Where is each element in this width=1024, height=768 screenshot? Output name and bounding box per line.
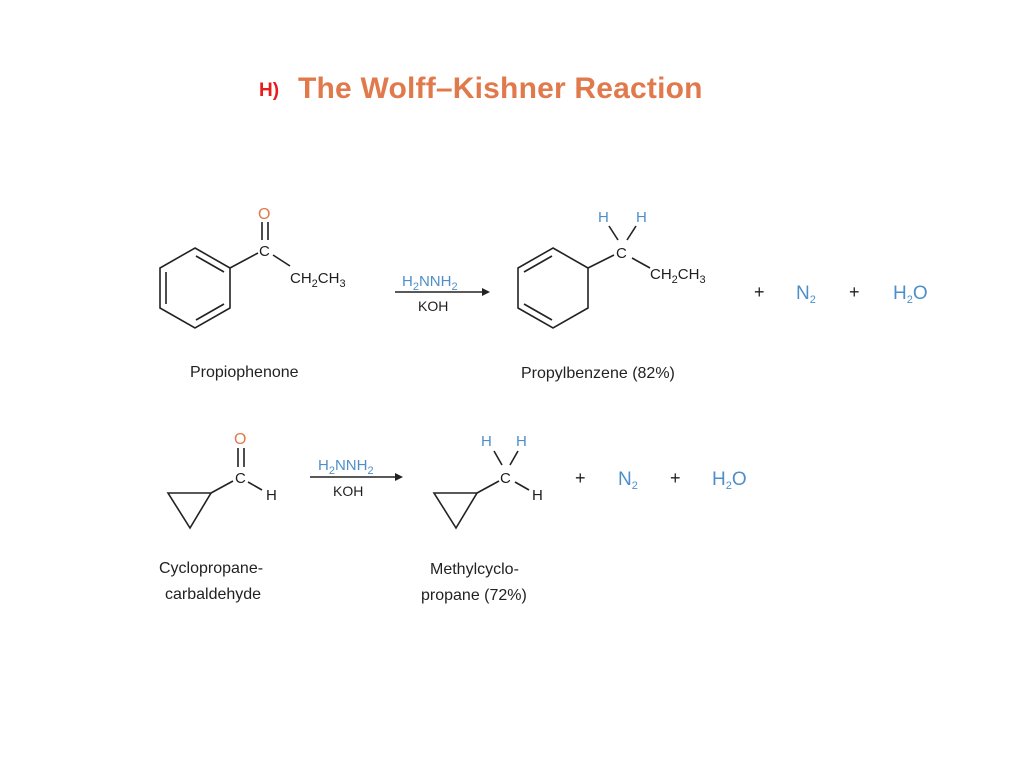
ethyl-sub: 3 [339, 278, 345, 290]
hydrazine-reagent: H2NNH2 [318, 457, 374, 477]
h2o-h: H [712, 469, 726, 490]
product-2-name-line1: Methylcyclo- [430, 561, 519, 578]
propiophenone-structure: O C CH2CH3 [159, 206, 346, 329]
c-h-bond [247, 481, 263, 491]
ethyl-ch3: CH [678, 266, 700, 283]
byproducts-1: + N2 + H2O [754, 282, 928, 306]
c-h-bond [493, 450, 503, 466]
reagent-sub: 2 [413, 281, 419, 293]
arrow-head [482, 288, 490, 296]
ethyl-bond [272, 254, 291, 267]
h2o-o: O [913, 283, 928, 304]
ring-methylene-bond [587, 254, 615, 269]
ethyl-ch3: CH [318, 270, 340, 287]
reagent-nnh: NNH [419, 273, 452, 290]
reactant-2-name-line2: carbaldehyde [165, 586, 261, 603]
page-title: The Wolff–Kishner Reaction [298, 72, 703, 105]
h2o-sub: 2 [726, 480, 732, 492]
section-label: H) [259, 80, 280, 101]
hydrogen-atom: H [636, 209, 647, 226]
nitrogen-gas: N2 [796, 283, 816, 306]
arrow-head [395, 473, 403, 481]
hydrogen-atom: H [266, 487, 277, 504]
ring-double-bond [195, 303, 225, 321]
plus-sign: + [575, 468, 586, 488]
water: H2O [893, 283, 928, 306]
ring-methyl-bond [476, 480, 500, 494]
ethyl-sub: 2 [672, 274, 678, 286]
methylcyclopropane-structure: H H C H [432, 433, 543, 530]
n2-sub: 2 [810, 294, 816, 306]
n2-main: N [796, 283, 810, 304]
oxygen-atom: O [234, 431, 246, 448]
cyclopropanecarbaldehyde-structure: O C H [166, 431, 277, 530]
hydrogen-atom: H [598, 209, 609, 226]
ethyl-group: CH2CH3 [290, 270, 346, 290]
reactant-2-name-line1: Cyclopropane- [159, 560, 263, 577]
h2o-sub: 2 [907, 294, 913, 306]
benzene-ring [517, 247, 589, 329]
c-h-bond [509, 450, 519, 466]
c-h-bond [514, 481, 530, 491]
ethyl-ch: CH [650, 266, 672, 283]
reaction-arrow-1: H2NNH2 KOH [395, 273, 490, 314]
ring-double-bond [523, 255, 553, 273]
plus-sign: + [670, 468, 681, 488]
ethyl-sub: 3 [699, 274, 705, 286]
ethyl-group: CH2CH3 [650, 266, 706, 286]
reagent-h: H [318, 457, 329, 474]
benzene-ring [159, 247, 231, 329]
ethyl-bond [631, 257, 651, 269]
base-reagent: KOH [418, 298, 448, 314]
ring-double-bond [523, 303, 553, 321]
carbon-atom: C [259, 243, 270, 260]
product-2-name-line2: propane (72%) [421, 587, 527, 604]
product-1-name: Propylbenzene (82%) [521, 365, 675, 382]
nitrogen-gas: N2 [618, 469, 638, 492]
reaction-arrow-2: H2NNH2 KOH [310, 457, 403, 499]
base-reagent: KOH [333, 483, 363, 499]
reagent-nnh: NNH [335, 457, 368, 474]
cyclopropane-ring [432, 492, 479, 530]
h2o-h: H [893, 283, 907, 304]
byproducts-2: + N2 + H2O [575, 468, 747, 492]
water: H2O [712, 469, 747, 492]
hydrogen-atom: H [516, 433, 527, 450]
plus-sign: + [754, 282, 765, 302]
reagent-h: H [402, 273, 413, 290]
reactant-1-name: Propiophenone [190, 364, 299, 381]
reagent-sub: 2 [367, 465, 373, 477]
n2-sub: 2 [632, 480, 638, 492]
carbon-atom: C [616, 245, 627, 262]
ethyl-ch: CH [290, 270, 312, 287]
reagent-sub: 2 [451, 281, 457, 293]
plus-sign: + [849, 282, 860, 302]
h2o-o: O [732, 469, 747, 490]
hydrazine-reagent: H2NNH2 [402, 273, 458, 293]
propylbenzene-structure: H H C CH2CH3 [517, 209, 706, 329]
n2-main: N [618, 469, 632, 490]
ring-carbonyl-bond [229, 252, 259, 269]
cyclopropane-ring [166, 492, 213, 530]
ring-carbonyl-bond [210, 480, 234, 494]
ethyl-sub: 2 [312, 278, 318, 290]
carbon-atom: C [235, 470, 246, 487]
ring-double-bond [195, 255, 225, 273]
carbon-atom: C [500, 470, 511, 487]
hydrogen-atom: H [532, 487, 543, 504]
oxygen-atom: O [258, 206, 270, 223]
c-h-bond [608, 225, 619, 241]
c-h-bond [626, 225, 637, 241]
hydrogen-atom: H [481, 433, 492, 450]
reagent-sub: 2 [329, 465, 335, 477]
